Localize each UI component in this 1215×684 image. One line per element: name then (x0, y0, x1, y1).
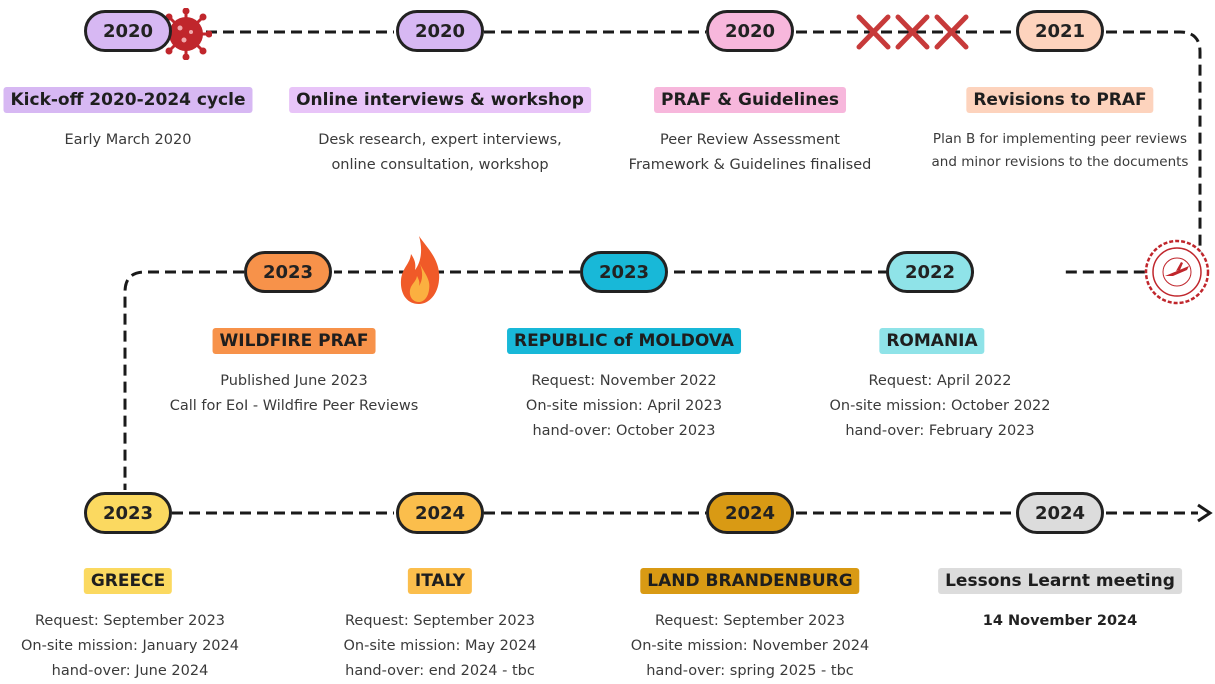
desc-line: online consultation, workshop (331, 157, 549, 173)
desc-italy: Request: September 2023 On-site mission:… (344, 609, 537, 684)
year-pill-online: 2020 (396, 10, 484, 52)
desc-line: hand-over: spring 2025 - tbc (646, 663, 854, 679)
desc-line: Published June 2023 (220, 373, 368, 389)
desc-line: Call for EoI - Wildfire Peer Reviews (169, 398, 419, 414)
title-italy: ITALY (407, 568, 473, 594)
desc-line: Request: November 2022 (531, 373, 717, 389)
desc-brandenburg: Request: September 2023 On-site mission:… (631, 609, 869, 684)
year-pill-revisions: 2021 (1016, 10, 1104, 52)
arrow-head-icon (1197, 503, 1213, 523)
desc-romania: Request: April 2022 On-site mission: Oct… (829, 369, 1050, 444)
desc-line: Peer Review Assessment (660, 132, 840, 148)
desc-line: On-site mission: May 2024 (343, 638, 537, 654)
cross-marks-icon (856, 14, 969, 50)
desc-line: Plan B for implementing peer reviews (932, 131, 1188, 147)
year-pill-romania: 2022 (886, 251, 974, 293)
desc-praf: Peer Review Assessment Framework & Guide… (629, 128, 872, 178)
desc-line: On-site mission: October 2022 (829, 398, 1051, 414)
fire-icon (400, 236, 440, 304)
desc-revisions: Plan B for implementing peer reviews and… (932, 128, 1189, 174)
desc-greece: Request: September 2023 On-site mission:… (21, 609, 239, 684)
title-moldova: REPUBLIC of MOLDOVA (507, 328, 741, 354)
title-kickoff: Kick-off 2020-2024 cycle (3, 87, 253, 113)
desc-line: and minor revisions to the documents (931, 154, 1189, 170)
desc-kickoff: Early March 2020 (65, 128, 192, 153)
title-lessons: Lessons Learnt meeting (938, 568, 1182, 594)
desc-line: hand-over: end 2024 - tbc (345, 663, 535, 679)
desc-line: On-site mission: April 2023 (525, 398, 723, 414)
travel-stamp-icon (1144, 239, 1210, 305)
year-pill-italy: 2024 (396, 492, 484, 534)
year-pill-greece: 2023 (84, 492, 172, 534)
year-pill-praf: 2020 (706, 10, 794, 52)
desc-line: Framework & Guidelines finalised (628, 157, 872, 173)
title-romania: ROMANIA (879, 328, 985, 354)
desc-wildfire: Published June 2023 Call for EoI - Wildf… (170, 369, 419, 419)
desc-line: On-site mission: November 2024 (630, 638, 870, 654)
desc-line: hand-over: October 2023 (532, 423, 716, 439)
desc-line: 14 November 2024 (982, 613, 1138, 629)
desc-moldova: Request: November 2022 On-site mission: … (526, 369, 722, 444)
title-greece: GREECE (83, 568, 173, 594)
year-pill-kickoff: 2020 (84, 10, 172, 52)
virus-icon (160, 8, 212, 60)
title-wildfire: WILDFIRE PRAF (212, 328, 376, 354)
desc-line: On-site mission: January 2024 (21, 638, 239, 654)
title-brandenburg: LAND BRANDENBURG (640, 568, 860, 594)
desc-line: hand-over: June 2024 (51, 663, 209, 679)
desc-online: Desk research, expert interviews, online… (318, 128, 562, 178)
year-pill-wildfire: 2023 (244, 251, 332, 293)
desc-line: Desk research, expert interviews, (318, 132, 562, 148)
desc-line: Request: September 2023 (34, 613, 226, 629)
desc-line: Request: September 2023 (344, 613, 536, 629)
desc-line: hand-over: February 2023 (845, 423, 1035, 439)
title-online: Online interviews & workshop (289, 87, 591, 113)
year-pill-brandenburg: 2024 (706, 492, 794, 534)
year-pill-lessons: 2024 (1016, 492, 1104, 534)
title-praf: PRAF & Guidelines (654, 87, 846, 113)
desc-line: Request: September 2023 (654, 613, 846, 629)
title-revisions: Revisions to PRAF (966, 87, 1154, 113)
desc-line: Request: April 2022 (868, 373, 1012, 389)
year-pill-moldova: 2023 (580, 251, 668, 293)
desc-lessons: 14 November 2024 (983, 609, 1138, 634)
desc-line: Early March 2020 (64, 132, 192, 148)
